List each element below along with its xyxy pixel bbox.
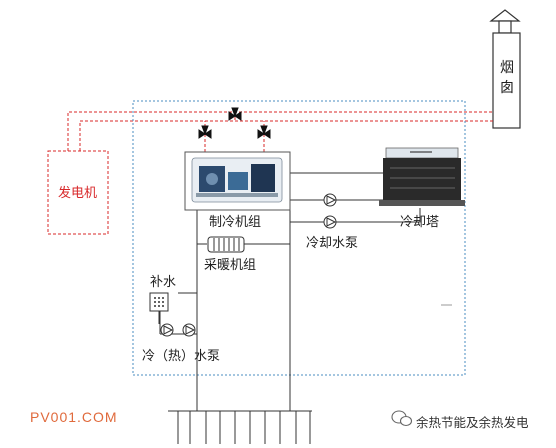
generator-label: 发电机: [58, 186, 98, 201]
chimney-icon: [489, 9, 521, 129]
cooling-tower: [379, 147, 465, 206]
cooling-tower-label: 冷却塔: [400, 215, 440, 230]
chiller-unit: [184, 151, 291, 211]
chimney-label: 烟囱: [500, 60, 514, 96]
makeup-water-label: 补水: [150, 275, 177, 290]
generator-box: [47, 150, 109, 235]
makeup-tank-icon: [149, 292, 169, 312]
watermark-left: PV001.COM: [30, 409, 118, 425]
heat-exchanger-icon: [207, 236, 245, 253]
chiller-label: 制冷机组: [209, 215, 262, 230]
cooling-pump-label: 冷却水泵: [306, 236, 359, 251]
exhaust-lines: [67, 111, 493, 152]
watermark-right: 余热节能及余热发电: [416, 415, 529, 430]
heating-unit-label: 采暖机组: [204, 258, 257, 273]
system-boundary: [132, 100, 466, 376]
wechat-icon: [391, 410, 413, 427]
chilled-water-pump-icons: [160, 323, 196, 337]
end-use-manifold: [168, 410, 312, 444]
three-way-valve-icon: [198, 107, 271, 139]
pump-icon: [323, 193, 337, 229]
chilled-water-pipes: [158, 210, 291, 411]
chw-pump-label: 冷（热）水泵: [142, 349, 221, 364]
